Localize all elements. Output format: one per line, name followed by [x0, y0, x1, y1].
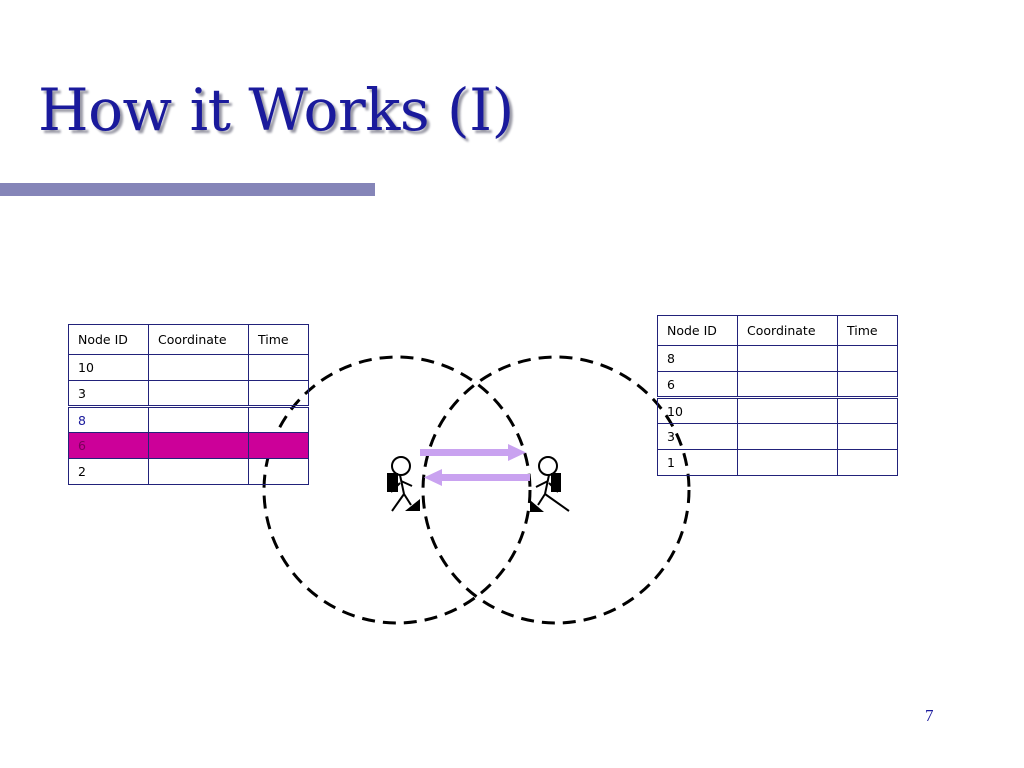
cell-coordinate	[148, 432, 249, 459]
arrow-right-icon	[420, 444, 526, 461]
table-row: 10	[657, 396, 898, 424]
cell-node-id: 3	[657, 423, 738, 450]
cell-time	[248, 458, 309, 485]
header-time: Time	[248, 324, 309, 355]
table-row: 3	[657, 423, 898, 450]
header-node-id: Node ID	[657, 315, 738, 346]
cell-time	[837, 371, 898, 398]
table-row: 3	[68, 380, 309, 407]
cell-time	[248, 405, 309, 433]
cell-coordinate	[737, 371, 838, 398]
table-row: 8	[68, 405, 309, 433]
table-row-highlighted: 6	[68, 432, 309, 459]
cell-node-id: 6	[68, 432, 149, 459]
table-row: 6	[657, 371, 898, 398]
table-header-row: Node ID Coordinate Time	[68, 324, 309, 355]
cell-node-id: 10	[657, 396, 738, 424]
title-underline-bar	[0, 183, 375, 196]
header-time: Time	[837, 315, 898, 346]
cell-time	[248, 432, 309, 459]
header-node-id: Node ID	[68, 324, 149, 355]
cell-node-id: 10	[68, 354, 149, 381]
page-number: 7	[925, 706, 934, 725]
table-header-row: Node ID Coordinate Time	[657, 315, 898, 346]
right-node-table: Node ID Coordinate Time 8 6 10 3 1	[657, 315, 898, 476]
header-coordinate: Coordinate	[737, 315, 838, 346]
left-node-range-circle	[262, 355, 532, 625]
cell-coordinate	[737, 345, 838, 372]
cell-time	[837, 449, 898, 476]
arrow-left-icon	[424, 469, 530, 486]
cell-coordinate	[148, 458, 249, 485]
left-walking-person-icon	[387, 456, 420, 512]
cell-time	[837, 423, 898, 450]
right-walking-person-icon	[530, 456, 570, 512]
table-row: 1	[657, 449, 898, 476]
cell-time	[248, 354, 309, 381]
cell-node-id: 2	[68, 458, 149, 485]
cell-coordinate	[148, 405, 249, 433]
cell-coordinate	[737, 449, 838, 476]
cell-coordinate	[148, 380, 249, 407]
cell-node-id: 8	[657, 345, 738, 372]
cell-coordinate	[737, 423, 838, 450]
cell-coordinate	[737, 396, 838, 424]
cell-time	[837, 345, 898, 372]
right-node-range-circle	[421, 355, 691, 625]
table-row: 2	[68, 458, 309, 485]
table-row: 8	[657, 345, 898, 372]
cell-coordinate	[148, 354, 249, 381]
table-row: 10	[68, 354, 309, 381]
cell-node-id: 1	[657, 449, 738, 476]
cell-node-id: 6	[657, 371, 738, 398]
cell-time	[248, 380, 309, 407]
cell-node-id: 3	[68, 380, 149, 407]
slide-title: How it Works (I)	[38, 76, 514, 144]
cell-node-id: 8	[68, 405, 149, 433]
header-coordinate: Coordinate	[148, 324, 249, 355]
left-node-table: Node ID Coordinate Time 10 3 8 6 2	[68, 324, 309, 485]
cell-time	[837, 396, 898, 424]
